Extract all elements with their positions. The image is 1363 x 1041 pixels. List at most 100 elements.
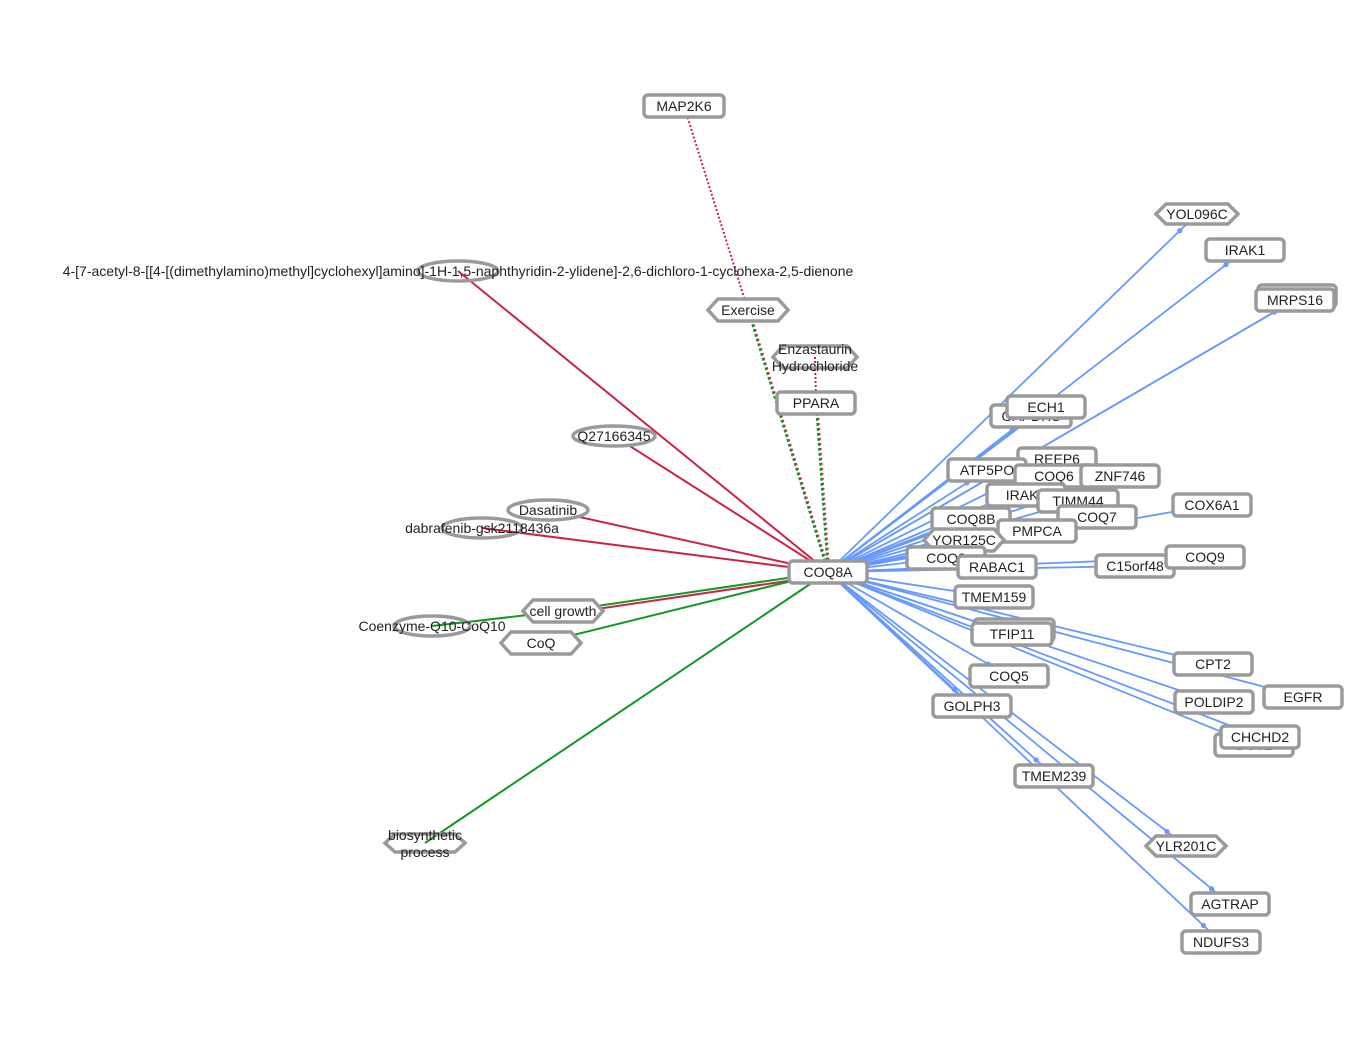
node-label: C15orf48	[1106, 558, 1164, 574]
node-dabrafenib[interactable]: dabrafenib-gsk2118436a	[405, 516, 559, 540]
node-coq5[interactable]: COQ5	[968, 663, 1050, 689]
edge-coq8a-biosynthetic[interactable]	[424, 571, 829, 844]
node-coq8a[interactable]: COQ8A	[787, 559, 869, 585]
node-cox6a1[interactable]: COX6A1	[1171, 492, 1253, 518]
node-golph3[interactable]: GOLPH3	[931, 693, 1013, 719]
node-label: CPT2	[1195, 656, 1231, 672]
edge-q27166345-coq8a[interactable]	[613, 435, 829, 573]
node-rabac1[interactable]: RABAC1	[956, 554, 1038, 580]
edge-compound1-coq8a[interactable]	[457, 270, 829, 573]
node-egfr[interactable]: EGFR	[1262, 684, 1344, 710]
node-label: COQ5	[989, 668, 1029, 684]
node-label: MAP2K6	[656, 98, 711, 114]
edge-dabrafenib-coq8a[interactable]	[481, 527, 829, 573]
node-label: Enzastaurin	[778, 341, 852, 357]
node-label: NDUFS3	[1193, 934, 1249, 950]
node-agtrap[interactable]: AGTRAP	[1189, 891, 1271, 917]
node-ech1[interactable]: ECH1	[1005, 394, 1087, 420]
node-label: TMEM239	[1022, 768, 1087, 784]
node-map2k6[interactable]: MAP2K6	[642, 93, 726, 119]
node-compound1[interactable]: 4-[7-acetyl-8-[[4-[(dimethylamino)methyl…	[63, 259, 854, 283]
node-q27166345[interactable]: Q27166345	[571, 424, 657, 448]
node-label: TFIP11	[990, 626, 1035, 642]
nodes-layer: COQ8A MAP2K6ExerciseEnzastaurinHydrochlor…	[63, 93, 1344, 955]
node-cellgrowth[interactable]: cell growth	[520, 598, 606, 624]
edge-endpoint-dot	[1177, 228, 1183, 234]
node-irak1[interactable]: IRAK1	[1204, 237, 1286, 263]
node-label: Q27166345	[577, 428, 650, 444]
node-label: COQ6	[1034, 468, 1074, 484]
node-ylr201c[interactable]: YLR201C	[1143, 834, 1229, 858]
edge-coq8a-egfr[interactable]	[827, 571, 1304, 698]
node-label: CHCHD2	[1231, 729, 1290, 745]
node-label: RABAC1	[969, 559, 1025, 575]
node-label: cell growth	[530, 603, 597, 619]
node-label: EGFR	[1284, 689, 1323, 705]
node-label: dabrafenib-gsk2118436a	[405, 520, 559, 536]
node-label: Dasatinib	[519, 502, 578, 518]
node-label: IRAK1	[1225, 242, 1266, 258]
edge-coq8a-yol096c[interactable]	[827, 213, 1198, 573]
node-label: COQ8B	[946, 511, 995, 527]
node-poldip2[interactable]: POLDIP2	[1173, 689, 1255, 715]
node-atp5po[interactable]: ATP5PO	[946, 457, 1028, 483]
node-label: COQ7	[1077, 509, 1117, 525]
node-label: COQ2	[926, 550, 966, 566]
edge-dasatinib-coq8a[interactable]	[547, 509, 829, 573]
node-label: MRPS16	[1267, 292, 1323, 308]
edge-coq8a-cellgrowth[interactable]	[562, 574, 829, 615]
node-tmem239[interactable]: TMEM239	[1013, 763, 1095, 789]
node-coenzymeq10[interactable]: Coenzyme-Q10-CoQ10	[358, 614, 506, 638]
node-ppara[interactable]: PPARA	[775, 390, 857, 416]
node-label: AGTRAP	[1201, 896, 1259, 912]
edge-coq8a-tmem239[interactable]	[827, 571, 1055, 777]
node-label: POLDIP2	[1184, 694, 1243, 710]
node-cpt2[interactable]: CPT2	[1172, 651, 1254, 677]
edge-coq8a-cellgrowth[interactable]	[562, 571, 829, 612]
node-yol096c[interactable]: YOL096C	[1153, 202, 1241, 226]
node-pmpca[interactable]: PMPCA	[996, 518, 1078, 544]
node-label: biosynthetic	[388, 827, 462, 843]
node-label: COQ8A	[803, 564, 853, 580]
node-coq[interactable]: CoQ	[498, 630, 584, 656]
node-label: PMPCA	[1012, 523, 1062, 539]
edge-endpoint-dot	[1033, 757, 1039, 763]
node-label: COX6A1	[1184, 497, 1239, 513]
node-dasatinib[interactable]: Dasatinib	[506, 498, 590, 522]
edge-endpoint-dot	[1223, 262, 1229, 268]
node-label: Coenzyme-Q10-CoQ10	[358, 618, 505, 634]
node-label: ZNF746	[1095, 468, 1146, 484]
edge-endpoint-dot	[1208, 886, 1215, 892]
node-label: YOR125C	[932, 532, 996, 548]
node-label: REEP6	[1034, 451, 1080, 467]
node-exercise[interactable]: Exercise	[705, 297, 791, 323]
node-label: Exercise	[721, 302, 775, 318]
edge-coq8a-ndufs3[interactable]	[827, 571, 1222, 943]
edges-layer	[424, 105, 1304, 943]
edge-coq8a-coq[interactable]	[540, 571, 829, 644]
node-label: GOLPH3	[944, 698, 1001, 714]
node-znf746[interactable]: ZNF746	[1079, 463, 1161, 489]
edge-map2k6-exercise[interactable]	[683, 105, 749, 311]
node-label: TMEM159	[962, 589, 1027, 605]
edge-exercise-coq8a[interactable]	[746, 309, 831, 573]
node-tmem159[interactable]: TMEM159	[953, 584, 1035, 610]
node-label: ATP5PO	[960, 462, 1014, 478]
node-chchd2[interactable]: CHCHD2	[1219, 724, 1301, 750]
node-label: YOL096C	[1166, 206, 1227, 222]
node-ndufs3[interactable]: NDUFS3	[1180, 929, 1262, 955]
node-label: YLR201C	[1156, 838, 1217, 854]
node-c15orf48[interactable]: C15orf48	[1094, 553, 1176, 579]
edge-endpoint-dot	[1164, 828, 1170, 835]
node-coq9[interactable]: COQ9	[1164, 544, 1246, 570]
node-tfip11[interactable]: TFIP11	[970, 617, 1056, 647]
node-label: 4-[7-acetyl-8-[[4-[(dimethylamino)methyl…	[63, 263, 854, 279]
edge-ppara-coq8a[interactable]	[814, 402, 831, 573]
edge-endpoint-dot	[1200, 922, 1207, 929]
node-label: CoQ	[527, 635, 556, 651]
node-mrps16[interactable]: MRPS16	[1254, 283, 1338, 313]
node-label: Hydrochloride	[772, 358, 859, 374]
